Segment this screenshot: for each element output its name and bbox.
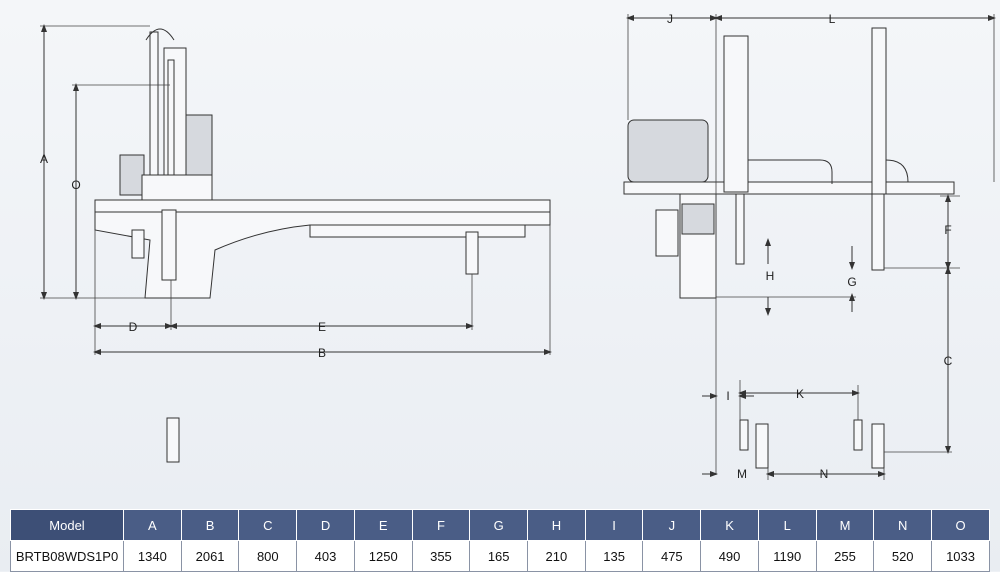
cell-l: 1190	[757, 540, 817, 572]
dim-label-h: H	[766, 269, 775, 283]
lower-gripper-3	[853, 419, 863, 451]
side-motor	[655, 209, 679, 257]
cell-b: 2061	[180, 540, 240, 572]
cell-h: 210	[527, 540, 586, 572]
sub-gripper	[465, 231, 479, 275]
header-k: K	[700, 509, 759, 541]
cell-j: 475	[642, 540, 702, 572]
dim-label-a: A	[40, 152, 48, 166]
dim-label-b: B	[318, 346, 326, 360]
sub-arm-side	[871, 27, 887, 195]
cell-c: 800	[238, 540, 298, 572]
dim-label-i: I	[726, 389, 729, 403]
cell-f: 355	[411, 540, 471, 572]
dim-label-d: D	[129, 320, 138, 334]
header-a: A	[123, 509, 182, 541]
cable-chain	[149, 31, 159, 183]
servo-motor	[119, 154, 145, 196]
header-j: J	[642, 509, 702, 541]
cell-k: 490	[700, 540, 759, 572]
cell-d: 403	[296, 540, 355, 572]
header-f: F	[411, 509, 471, 541]
detached-gripper	[166, 417, 180, 463]
header-l: L	[757, 509, 817, 541]
header-model: Model	[10, 509, 124, 541]
main-gripper-side	[735, 193, 745, 265]
lower-gripper-2	[755, 423, 769, 469]
cable-loop	[748, 159, 833, 184]
cell-e: 1250	[353, 540, 413, 572]
cell-model: BRTB08WDS1P0	[10, 540, 124, 572]
cell-i: 135	[584, 540, 644, 572]
header-i: I	[584, 509, 644, 541]
lower-gripper-1	[739, 419, 749, 451]
cell-g: 165	[469, 540, 529, 572]
dim-label-g: G	[847, 275, 856, 289]
dim-label-o: O	[71, 178, 80, 192]
front-view: A O D E B	[40, 24, 552, 463]
dim-label-k: K	[796, 387, 804, 401]
sub-gripper-side	[871, 193, 885, 271]
cell-m: 255	[815, 540, 875, 572]
dim-label-f: F	[944, 223, 951, 237]
dim-label-m: M	[737, 467, 747, 481]
column-head	[681, 203, 715, 235]
control-box	[627, 119, 709, 183]
header-m: M	[815, 509, 875, 541]
header-h: H	[527, 509, 586, 541]
cell-o: 1033	[931, 540, 990, 572]
dim-label-e: E	[318, 320, 326, 334]
lower-gripper-4	[871, 423, 885, 469]
dim-label-l: L	[829, 12, 836, 26]
vertical-arm	[163, 47, 187, 189]
header-g: G	[469, 509, 529, 541]
header-o: O	[931, 509, 990, 541]
header-c: C	[238, 509, 298, 541]
dim-label-c: C	[944, 354, 953, 368]
header-b: B	[180, 509, 240, 541]
dim-label-n: N	[820, 467, 829, 481]
dim-label-j: J	[667, 12, 673, 26]
header-e: E	[353, 509, 413, 541]
cell-a: 1340	[123, 540, 182, 572]
technical-drawing: A O D E B	[40, 12, 996, 481]
cell-n: 520	[873, 540, 933, 572]
cable-loop-2	[885, 159, 909, 183]
side-gripper	[131, 229, 145, 259]
vertical-rail	[167, 59, 175, 181]
header-n: N	[873, 509, 933, 541]
beam-rail	[309, 224, 526, 238]
side-view: J L F H G C I	[623, 12, 996, 481]
side-beam	[623, 181, 955, 195]
main-arm-side	[723, 35, 749, 193]
header-d: D	[296, 509, 355, 541]
cable-chain-loop	[145, 28, 175, 41]
main-gripper	[161, 209, 177, 281]
